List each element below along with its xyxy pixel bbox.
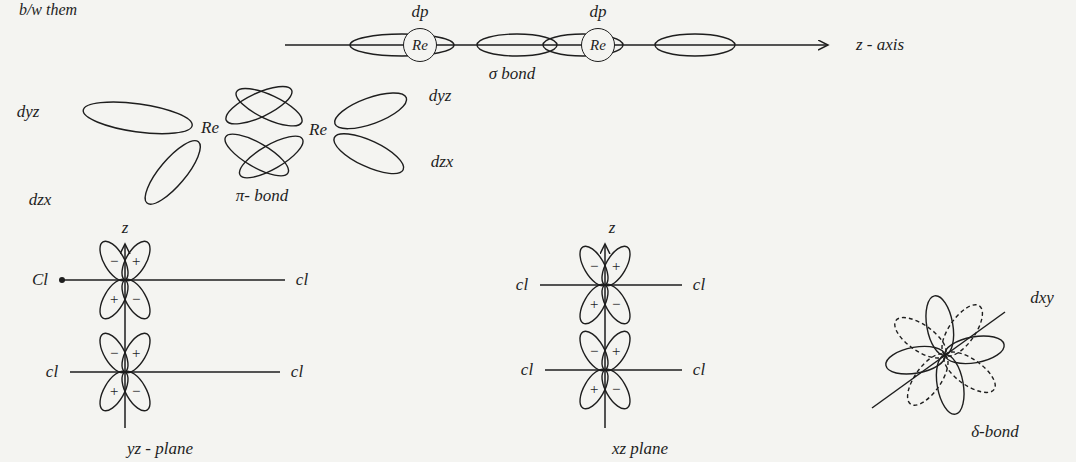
axis-label: z <box>122 219 129 238</box>
orbital-lobe <box>329 126 409 182</box>
orbital-lobe <box>574 242 613 290</box>
atom-label: cl <box>46 363 58 382</box>
orbital-lobe <box>574 280 613 328</box>
orbital-lobes <box>59 34 1006 428</box>
orbital-lobe <box>231 81 306 133</box>
orbital-label: dp <box>590 3 607 22</box>
orbital-lobe <box>655 34 735 56</box>
orbital-lobe <box>596 242 635 290</box>
z-axis-line <box>604 244 606 428</box>
atom-circle: Re <box>403 28 437 62</box>
orbital-lobe <box>94 329 133 377</box>
orbital-lobe <box>596 280 635 328</box>
orbital-lobe <box>234 129 308 186</box>
orbital-lobe <box>137 133 208 211</box>
orbital-lobe <box>932 353 968 417</box>
phase-sign: + <box>131 345 141 362</box>
orbital-label: dyz <box>429 87 452 106</box>
phase-sign: + <box>589 296 599 313</box>
dashed-orbital-lobe <box>888 310 952 366</box>
plane-caption: xz plane <box>612 440 668 459</box>
phase-sign: + <box>589 381 599 398</box>
orbital-lobe <box>350 34 454 56</box>
dashed-orbital-lobe <box>938 344 1002 400</box>
atom-circle: Re <box>581 28 615 62</box>
phase-sign: + <box>611 343 621 360</box>
orbital-lobe <box>330 86 410 136</box>
atom-label: Re <box>201 119 219 138</box>
plane-caption: yz - plane <box>127 440 193 459</box>
atom-label: cl <box>296 271 308 290</box>
orbital-lobe <box>81 96 194 139</box>
atom-dot <box>59 277 65 283</box>
phase-sign: − <box>131 383 141 400</box>
phase-sign: + <box>131 253 141 270</box>
atom-label: cl <box>291 363 303 382</box>
bond-label: σ bond <box>489 65 536 84</box>
orbital-lobe <box>596 327 635 375</box>
note-text: b/w them <box>19 1 77 19</box>
phase-sign: + <box>611 258 621 275</box>
orbital-label: dyz <box>17 103 40 122</box>
orbital-lobe <box>116 329 155 377</box>
orbital-lobe <box>574 327 613 375</box>
orbital-lobe <box>94 367 133 415</box>
phase-sign: − <box>131 291 141 308</box>
phase-sign: − <box>109 253 119 270</box>
phase-sign: + <box>109 291 119 308</box>
orbital-lobe <box>922 294 958 358</box>
phase-sign: + <box>109 383 119 400</box>
orbital-lobe <box>884 342 948 378</box>
axis-label: z <box>609 219 616 238</box>
orbital-lobe <box>221 79 296 131</box>
z-axis-line <box>124 244 126 428</box>
bond-label: π- bond <box>236 187 288 206</box>
orbital-lobe <box>943 332 1007 368</box>
atom-label: cl <box>516 276 528 295</box>
axis-label: z - axis <box>856 36 904 55</box>
phase-sign: − <box>589 258 599 275</box>
phase-sign: − <box>611 381 621 398</box>
orbital-label: dzx <box>431 153 454 172</box>
bond-axis-line <box>62 279 285 281</box>
orbital-label: dzx <box>29 191 52 210</box>
atom-label: Cl <box>32 271 48 290</box>
orbital-label: dxy <box>1030 289 1054 308</box>
atom-label: cl <box>693 276 705 295</box>
dashed-orbital-lobe <box>934 298 990 362</box>
bond-axis-line <box>545 369 682 371</box>
dashed-orbital-lobe <box>900 348 956 412</box>
phase-sign: − <box>589 343 599 360</box>
orbital-lobe <box>596 365 635 413</box>
atom-label: cl <box>521 361 533 380</box>
phase-sign: − <box>109 345 119 362</box>
orbital-lobe <box>220 127 294 184</box>
orbital-lobe <box>116 237 155 285</box>
atom-symbol: Re <box>412 37 428 54</box>
orbital-label: dp <box>412 3 429 22</box>
orbital-lobe <box>574 365 613 413</box>
orbital-lobe <box>477 34 557 56</box>
atom-symbol: Re <box>590 37 606 54</box>
bond-label: δ-bond <box>971 423 1019 442</box>
atom-label: Re <box>309 121 327 140</box>
bond-axis-line <box>70 371 280 373</box>
atom-label: cl <box>693 361 705 380</box>
orbital-lobe <box>116 367 155 415</box>
phase-sign: − <box>611 296 621 313</box>
orbital-lobe <box>94 275 133 323</box>
orbital-lobe <box>94 237 133 285</box>
orbital-lobe <box>116 275 155 323</box>
